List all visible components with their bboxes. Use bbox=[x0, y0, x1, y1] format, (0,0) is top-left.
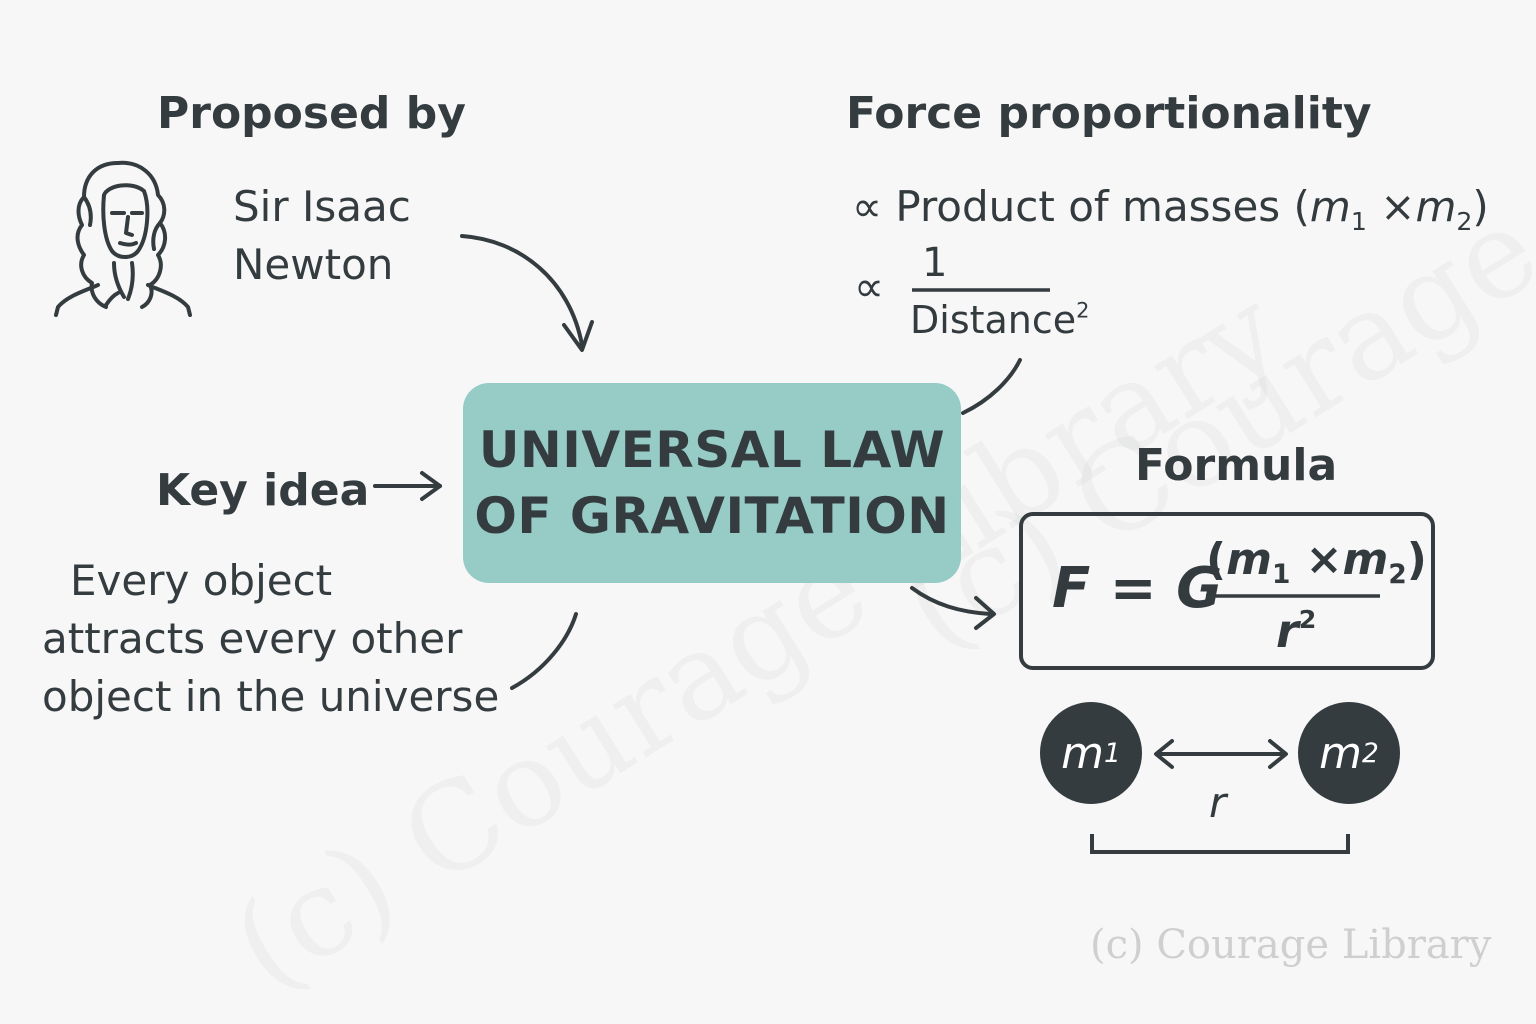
formula-m1: m bbox=[1226, 534, 1272, 585]
mass-m1-sub: 1 bbox=[1104, 737, 1121, 769]
formula-sub2: 2 bbox=[1388, 559, 1407, 591]
newton-name: Sir Isaac Newton bbox=[233, 178, 411, 294]
key-idea-line2: attracts every other bbox=[42, 614, 463, 663]
formula-r: r bbox=[1276, 604, 1299, 658]
formula-r-exponent: 2 bbox=[1298, 605, 1317, 635]
connector-key-idea-text bbox=[510, 612, 578, 690]
arrow-proposed-to-center bbox=[460, 234, 584, 347]
product-sub2: 2 bbox=[1456, 206, 1473, 236]
proportional-symbol-1: ∝ bbox=[852, 182, 883, 231]
newton-portrait-icon bbox=[54, 160, 192, 317]
formula-numerator: (m1 ×m2) bbox=[1206, 534, 1427, 590]
formula-open-paren: ( bbox=[1206, 534, 1227, 585]
key-idea-text: Every object attracts every other object… bbox=[42, 552, 502, 726]
proportional-symbol-2: ∝ bbox=[854, 262, 885, 311]
proposed-by-heading: Proposed by bbox=[157, 88, 466, 139]
connector-force bbox=[961, 358, 1022, 415]
distance-label: Distance bbox=[910, 298, 1077, 342]
product-of-masses-row: ∝ Product of masses (m1 ×m2) bbox=[852, 182, 1489, 236]
newton-name-line2: Newton bbox=[233, 240, 394, 289]
arrowhead-formula bbox=[974, 596, 996, 630]
formula-m2: m bbox=[1342, 534, 1389, 585]
product-open-paren: ( bbox=[1293, 182, 1310, 231]
inverse-denominator: Distance2 bbox=[910, 298, 1089, 342]
arrow-center-to-formula bbox=[910, 586, 992, 616]
universal-law-title: UNIVERSAL LAW OF GRAVITATION bbox=[474, 421, 950, 545]
newton-name-line1: Sir Isaac bbox=[233, 182, 411, 231]
product-m2: m bbox=[1415, 182, 1457, 231]
arrowhead-left-r bbox=[1154, 739, 1174, 769]
mass-m2-sub: 2 bbox=[1362, 737, 1379, 769]
arrowhead-proposed bbox=[562, 320, 594, 352]
product-m1: m bbox=[1309, 182, 1351, 231]
formula-close-paren: ) bbox=[1406, 534, 1427, 585]
product-times: × bbox=[1380, 182, 1416, 231]
distance-r-label: r bbox=[1209, 778, 1227, 827]
key-idea-heading: Key idea bbox=[156, 465, 370, 516]
distance-exponent: 2 bbox=[1076, 298, 1090, 323]
product-close-paren: ) bbox=[1472, 182, 1489, 231]
formula-lhs: F = G bbox=[1052, 556, 1223, 621]
mass-m2-letter: m bbox=[1319, 727, 1363, 779]
product-of-masses-label: Product of masses bbox=[895, 182, 1281, 231]
arrowhead-right-r bbox=[1268, 739, 1288, 769]
key-idea-line3: object in the universe bbox=[42, 672, 500, 721]
inverse-numerator: 1 bbox=[922, 240, 948, 286]
force-proportionality-heading: Force proportionality bbox=[846, 88, 1372, 139]
arrowhead-key-idea bbox=[420, 471, 442, 501]
formula-sub1: 1 bbox=[1271, 559, 1291, 591]
product-sub1: 1 bbox=[1350, 206, 1367, 236]
formula-denominator: r2 bbox=[1276, 604, 1316, 658]
formula-heading: Formula bbox=[1135, 440, 1338, 491]
distance-bracket bbox=[1090, 834, 1350, 854]
formula-times: × bbox=[1305, 534, 1343, 585]
watermark-text: (c) Courage Library bbox=[1090, 922, 1492, 968]
key-idea-line1: Every object bbox=[70, 556, 333, 605]
universal-law-box: UNIVERSAL LAW OF GRAVITATION bbox=[463, 383, 961, 583]
mass-m1-letter: m bbox=[1061, 727, 1105, 779]
formula-box bbox=[1019, 512, 1435, 670]
